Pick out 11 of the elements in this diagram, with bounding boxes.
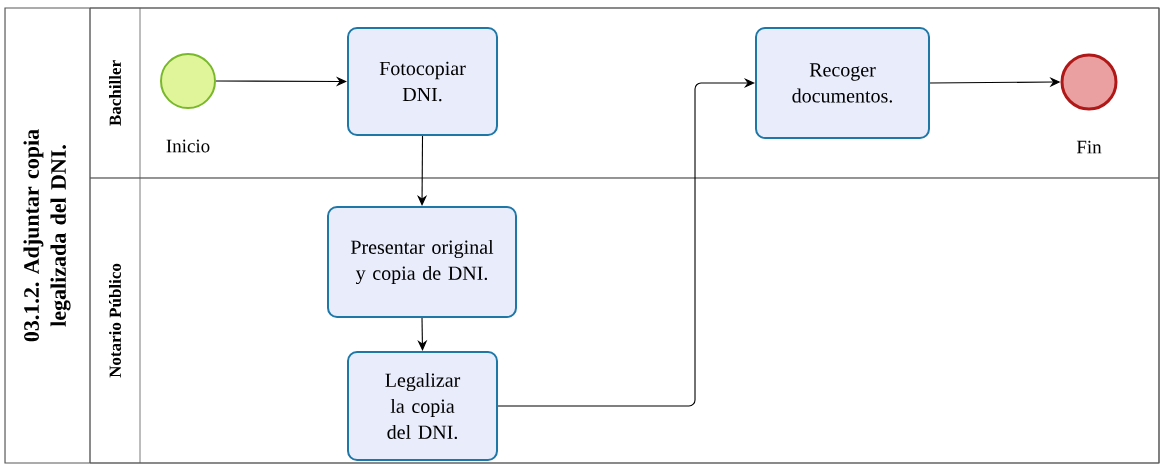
task-box: Recoger documentos. bbox=[755, 27, 930, 139]
lane-label: Bachiller bbox=[109, 60, 121, 126]
task-box: Legalizar la copia del DNI. bbox=[347, 351, 498, 461]
task-box: Presentar original y copia de DNI. bbox=[327, 206, 517, 318]
arrow bbox=[497, 77, 755, 407]
event-label: Inicio bbox=[166, 139, 210, 153]
event-label: Fin bbox=[1076, 140, 1102, 154]
task-box: Fotocopiar DNI. bbox=[347, 27, 498, 136]
pool-title: 03.1.2. Adjuntar copia legalizada del DNI. bbox=[23, 129, 71, 342]
arrow bbox=[417, 135, 428, 206]
lane-label: Notario Público bbox=[109, 263, 121, 378]
